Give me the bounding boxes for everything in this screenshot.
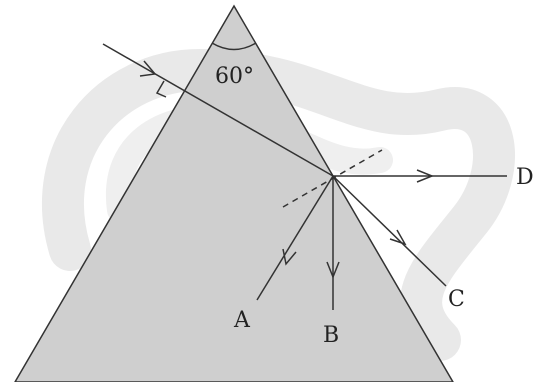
apex-angle-arc <box>211 42 257 51</box>
ray-a <box>256 175 334 301</box>
right-angle-marker <box>155 80 167 98</box>
ray-c-arrow <box>389 229 407 246</box>
incident-ray-arrow <box>139 60 157 77</box>
incident-ray <box>102 43 334 177</box>
ray-d-arrow <box>416 169 435 183</box>
ray-d-label: D <box>516 165 534 190</box>
ray-c <box>332 175 447 287</box>
prism <box>14 4 454 382</box>
apex-angle-label: 60° <box>215 64 254 89</box>
ray-c-label: C <box>448 287 465 312</box>
ray-a-arrow <box>282 248 297 266</box>
ray-a-label: A <box>233 308 251 333</box>
watermark-swirl <box>41 48 515 361</box>
ray-b-arrow <box>326 261 340 280</box>
ray-b-label: B <box>323 323 339 348</box>
